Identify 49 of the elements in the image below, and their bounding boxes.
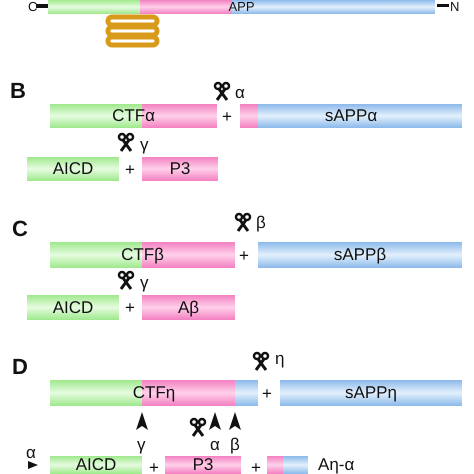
text-label: +	[222, 108, 232, 125]
text-label: +	[125, 299, 135, 316]
text-label: γ	[140, 136, 148, 153]
protein-fragment-bar	[27, 295, 119, 320]
protein-fragment-bar	[165, 456, 241, 474]
text-label: +	[262, 385, 272, 402]
protein-fragment-bar	[50, 242, 235, 268]
text-label: +	[251, 459, 261, 474]
protein-fragment-bar	[280, 380, 462, 406]
text-label: α	[26, 444, 36, 461]
text-label: +	[239, 247, 249, 264]
protein-fragment-bar	[258, 242, 462, 268]
fragment-label: sAPPη	[345, 383, 397, 403]
text-label: +	[149, 459, 159, 474]
text-label: γ	[137, 436, 146, 453]
fragment-label: Aη-α	[318, 456, 354, 473]
text-label: N	[450, 0, 460, 13]
fragment-label: CTFη	[132, 383, 176, 403]
protein-fragment-bar	[142, 157, 218, 181]
protein-fragment-bar	[142, 295, 235, 320]
protein-fragment-bar	[50, 104, 217, 128]
text-label: γ	[140, 274, 148, 291]
protein-fragment-bar	[27, 157, 119, 181]
fragment-label: Aβ	[178, 298, 200, 318]
protein-fragment-bar	[240, 104, 462, 128]
fragment-label: sAPPα	[324, 106, 378, 126]
protein-fragment-bar	[50, 456, 142, 474]
text-label: C	[28, 0, 38, 13]
text-label: η	[275, 350, 284, 367]
fragment-label: CTFβ	[121, 245, 164, 265]
panel-letter: D	[12, 356, 28, 378]
fragment-label: P3	[192, 455, 214, 474]
text-label: β	[256, 214, 266, 231]
fragment-label: APP	[228, 0, 254, 14]
protein-fragment-bar	[267, 456, 308, 474]
protein-fragment-bar	[50, 380, 258, 406]
panel-letter: C	[12, 218, 28, 240]
panel-letter: B	[10, 80, 26, 102]
fragment-label: AICD	[76, 455, 116, 474]
protein-fragment-bar	[48, 0, 435, 14]
text-label: +	[125, 161, 135, 178]
fragment-label: CTFα	[112, 106, 155, 126]
text-label: α	[235, 84, 245, 101]
text-label: α	[210, 436, 220, 453]
text-label: β	[230, 436, 240, 453]
fragment-label: P3	[170, 159, 190, 179]
fragment-label: AICD	[52, 159, 94, 179]
fragment-label: AICD	[52, 298, 94, 318]
fragment-label: sAPPβ	[334, 245, 386, 265]
